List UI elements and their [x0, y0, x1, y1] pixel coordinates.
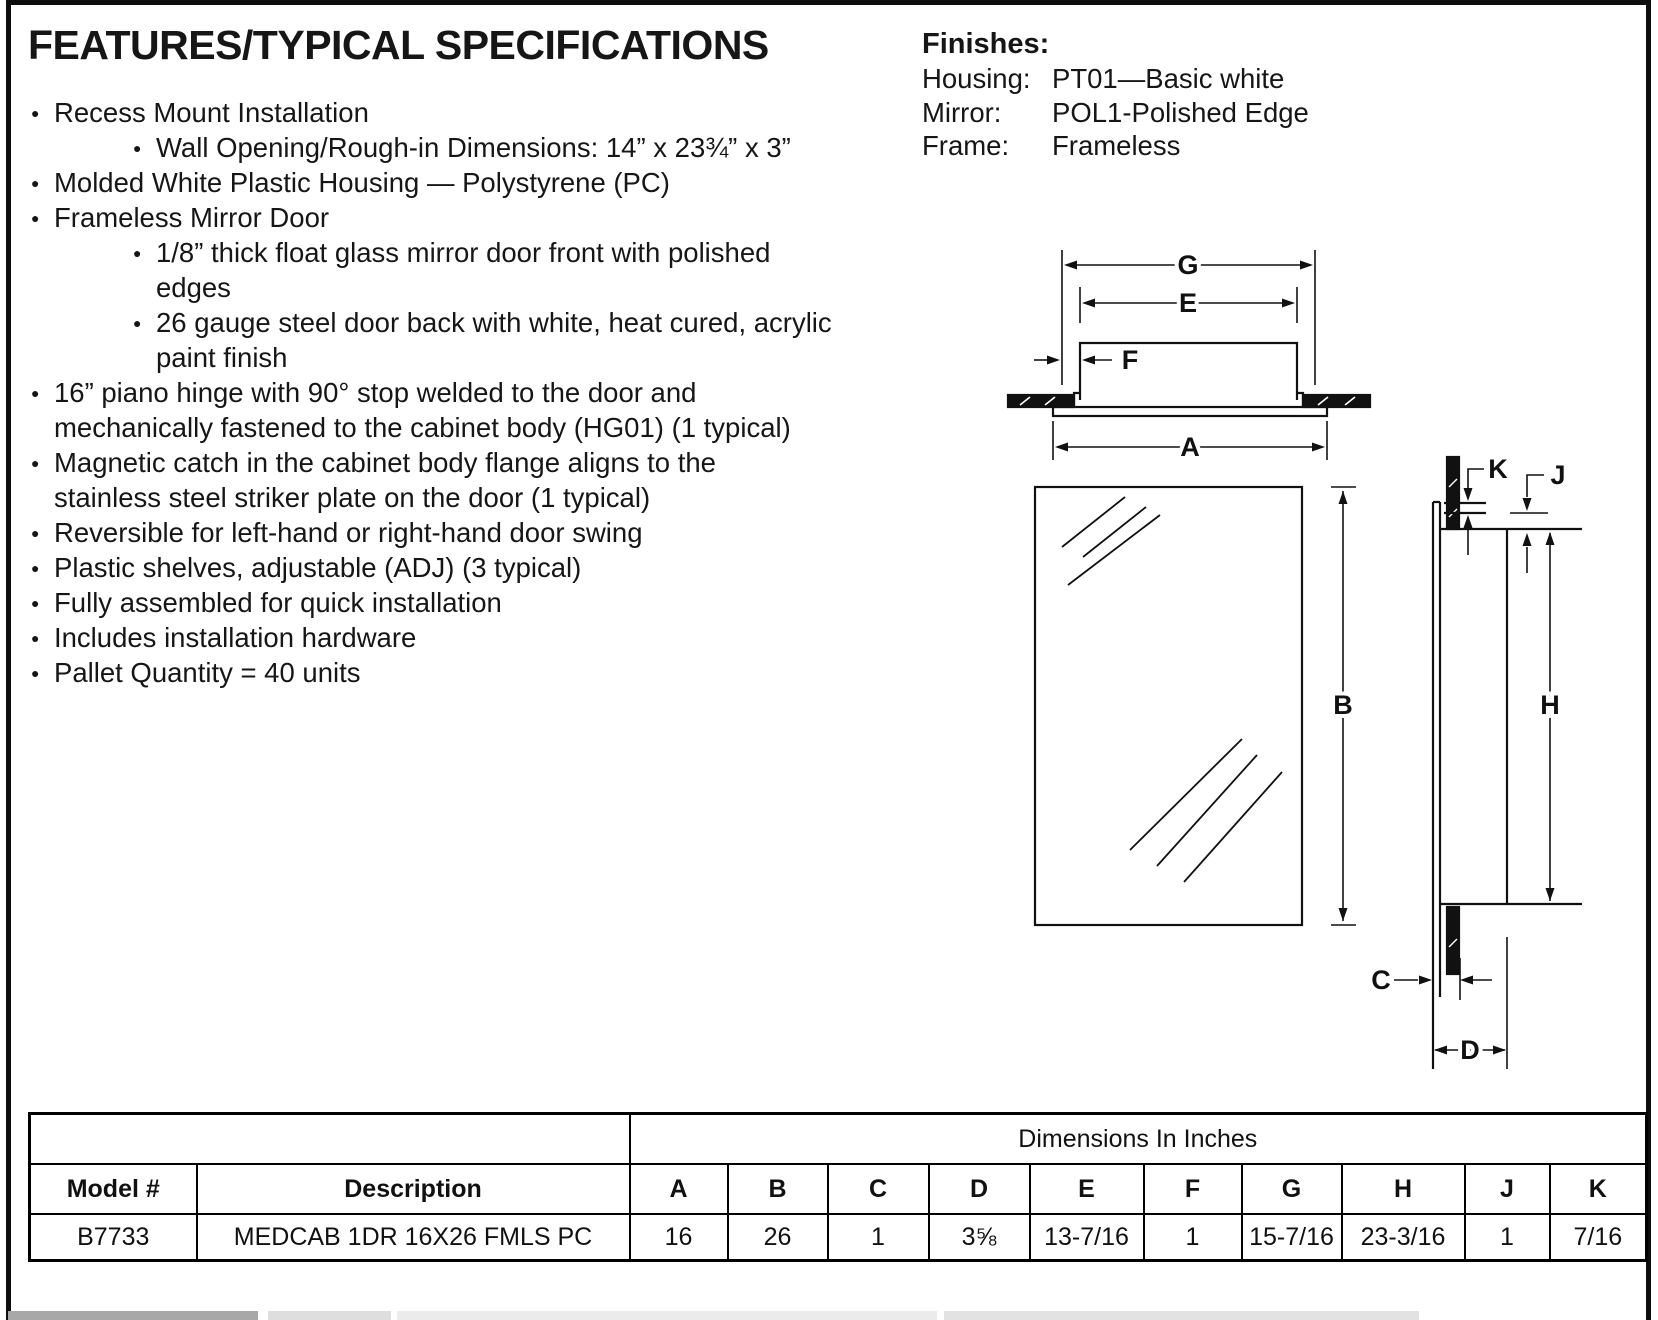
page-bottom-cutoff	[8, 1311, 258, 1320]
dim-value-cell: 16	[628, 1213, 729, 1262]
dim-value-cell: 1	[1463, 1213, 1551, 1262]
dimension-drawing: G E F A B H K J C D	[950, 225, 1650, 1085]
dim-label-c: C	[1371, 965, 1391, 995]
feature-item-continuation: edges	[156, 272, 231, 303]
feature-item: Magnetic catch in the cabinet body flang…	[30, 445, 920, 481]
page-bottom-cutoff	[268, 1311, 391, 1320]
feature-item-continuation: paint finish	[156, 342, 288, 373]
dim-label-b: B	[1333, 690, 1353, 720]
col-header-dim: A	[628, 1163, 729, 1215]
dim-value-cell: 23-3/16	[1340, 1213, 1466, 1262]
finishes-heading: Finishes:	[922, 28, 1050, 60]
finish-value: Frameless	[1052, 130, 1181, 161]
col-header-dim: G	[1240, 1163, 1343, 1215]
finish-row: Housing: PT01—Basic white	[922, 62, 1309, 96]
dim-value-cell: 15-7/16	[1240, 1213, 1343, 1262]
col-header-dim: E	[1028, 1163, 1145, 1215]
col-header-dim: B	[726, 1163, 829, 1215]
dim-label-e: E	[1179, 288, 1197, 318]
col-header-model: Model #	[28, 1163, 198, 1215]
feature-item: Reversible for left-hand or right-hand d…	[30, 515, 920, 551]
col-header-dim: K	[1548, 1163, 1648, 1215]
feature-item: 16” piano hinge with 90° stop welded to …	[30, 375, 920, 411]
feature-item: Includes installation hardware	[30, 620, 920, 656]
col-header-dim: H	[1340, 1163, 1466, 1215]
finish-label: Mirror:	[922, 96, 1002, 128]
finish-value: PT01—Basic white	[1052, 63, 1285, 94]
dim-value-cell: 7/16	[1548, 1213, 1648, 1262]
col-header-dim: D	[927, 1163, 1031, 1215]
dim-value-cell: 1	[826, 1213, 930, 1262]
dimensions-span-header: Dimensions In Inches	[628, 1112, 1648, 1165]
dim-value-cell: 26	[726, 1213, 829, 1262]
dim-label-h: H	[1540, 690, 1560, 720]
dim-label-d: D	[1460, 1035, 1480, 1065]
dimensions-table: Dimensions In Inches Model # Description…	[28, 1112, 1649, 1262]
feature-item: Frameless Mirror Door	[30, 200, 920, 236]
page-bottom-cutoff	[944, 1311, 1419, 1320]
feature-item: Recess Mount Installation	[30, 95, 920, 131]
feature-item: 26 gauge steel door back with white, hea…	[132, 305, 920, 341]
col-header-description: Description	[195, 1163, 631, 1215]
col-header-dim: C	[826, 1163, 930, 1215]
finish-row: Mirror: POL1-Polished Edge	[922, 96, 1309, 130]
dim-label-a: A	[1180, 432, 1200, 462]
table-row: B7733 MEDCAB 1DR 16X26 FMLS PC 16 26 1 3…	[28, 1213, 1648, 1262]
finish-label: Frame:	[922, 130, 1010, 161]
feature-item: Fully assembled for quick installation	[30, 585, 920, 621]
dim-label-j: J	[1550, 460, 1565, 490]
dim-label-g: G	[1177, 250, 1198, 280]
dim-value-cell: 3⅝	[927, 1213, 1031, 1262]
page-title: FEATURES/TYPICAL SPECIFICATIONS	[28, 22, 769, 68]
dim-label-f: F	[1122, 345, 1139, 375]
features-list: Recess Mount Installation Wall Opening/R…	[30, 95, 920, 691]
feature-item-continuation: mechanically fastened to the cabinet bod…	[54, 412, 791, 443]
dim-label-k: K	[1488, 454, 1508, 484]
table-corner-cell	[28, 1112, 631, 1165]
feature-item: Molded White Plastic Housing — Polystyre…	[30, 165, 920, 201]
feature-item: Wall Opening/Rough-in Dimensions: 14” x …	[132, 130, 920, 166]
dim-value-cell: 1	[1142, 1213, 1243, 1262]
model-number-cell: B7733	[28, 1213, 198, 1262]
finish-value: POL1-Polished Edge	[1052, 96, 1309, 128]
feature-item: 1/8” thick float glass mirror door front…	[132, 235, 920, 271]
feature-item: Pallet Quantity = 40 units	[30, 655, 920, 691]
dim-value-cell: 13-7/16	[1028, 1213, 1145, 1262]
finish-label: Housing:	[922, 63, 1031, 94]
finishes-block: Finishes: Housing: PT01—Basic white Mirro…	[922, 26, 1309, 163]
finish-row: Frame: Frameless	[922, 129, 1309, 163]
description-cell: MEDCAB 1DR 16X26 FMLS PC	[195, 1213, 631, 1262]
feature-item-continuation: stainless steel striker plate on the doo…	[54, 482, 651, 513]
feature-item: Plastic shelves, adjustable (ADJ) (3 typ…	[30, 550, 920, 586]
col-header-dim: J	[1463, 1163, 1551, 1215]
col-header-dim: F	[1142, 1163, 1243, 1215]
page-bottom-cutoff	[397, 1311, 937, 1320]
